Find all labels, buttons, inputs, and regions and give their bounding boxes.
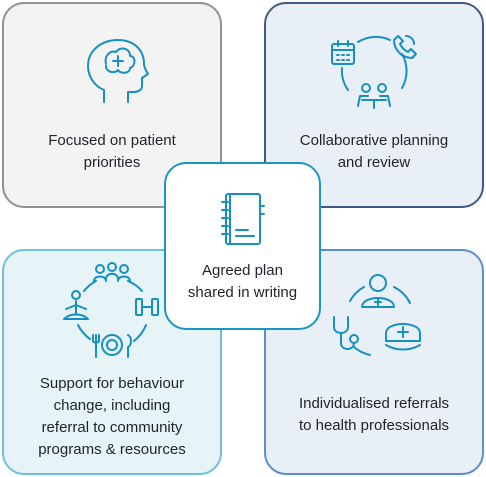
card-behaviour-change: Support for behaviour change, including … — [2, 249, 222, 475]
card-label: Individualised referrals to health profe… — [298, 395, 450, 434]
calendar-icon — [331, 40, 355, 65]
group-people-icon — [93, 262, 131, 282]
nurse-cap-icon — [385, 323, 421, 351]
notebook-icon — [221, 193, 265, 245]
health-professionals-cycle-icon — [333, 274, 421, 356]
phone-icon — [393, 35, 417, 59]
dumbbell-icon — [135, 298, 159, 316]
card-label: Focused on patient priorities — [48, 132, 176, 171]
doctor-icon — [361, 274, 395, 308]
card-patient-priorities: Focused on patient priorities — [2, 2, 222, 208]
card-label: Support for behaviour change, including … — [38, 375, 186, 458]
meeting-icon — [357, 83, 391, 109]
lifestyle-cycle-icon — [63, 262, 159, 358]
head-brain-icon — [87, 39, 149, 103]
yoga-icon — [63, 290, 89, 320]
card-label: Collaborative planning and review — [299, 132, 449, 171]
card-individualised-referrals: Individualised referrals to health profe… — [264, 249, 484, 475]
stethoscope-icon — [333, 316, 359, 350]
card-label: Agreed plan shared in writing — [187, 262, 298, 301]
card-agreed-plan: Agreed plan shared in writing — [164, 162, 321, 330]
collaboration-cycle-icon — [331, 35, 417, 109]
meal-plate-icon — [92, 334, 132, 358]
